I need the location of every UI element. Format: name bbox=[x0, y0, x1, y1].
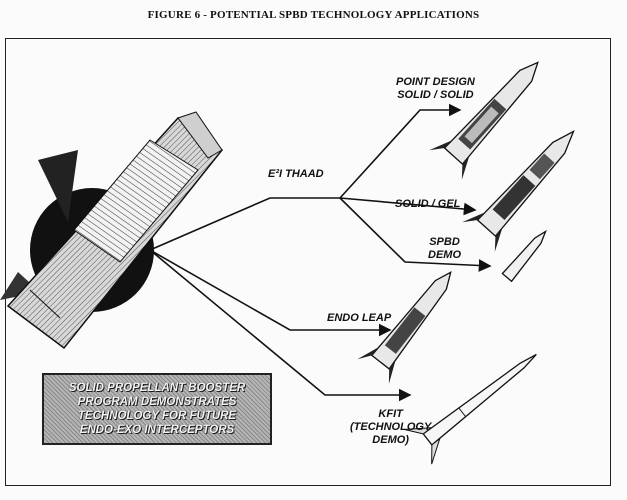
label-point-design: POINT DESIGN SOLID / SOLID bbox=[396, 76, 475, 102]
label-spbd-demo-line-2: DEMO bbox=[428, 249, 461, 262]
caption-line-2: PROGRAM DEMONSTRATES bbox=[78, 395, 237, 409]
label-endo-leap-line-1: ENDO LEAP bbox=[327, 312, 391, 325]
label-endo-leap: ENDO LEAP bbox=[327, 312, 391, 325]
caption-line-1: SOLID PROPELLANT BOOSTER bbox=[69, 381, 245, 395]
label-kfit-line-1: KFIT bbox=[350, 408, 431, 421]
label-spbd-demo: SPBD DEMO bbox=[428, 236, 461, 262]
label-point-design-line-1: POINT DESIGN bbox=[396, 76, 475, 89]
branch-label-thaad: E²I THAAD bbox=[268, 168, 324, 181]
connector-point-design bbox=[340, 110, 460, 198]
label-point-design-line-2: SOLID / SOLID bbox=[396, 89, 475, 102]
caption-box: SOLID PROPELLANT BOOSTER PROGRAM DEMONST… bbox=[42, 373, 272, 445]
label-solid-gel-line-1: SOLID / GEL bbox=[395, 198, 460, 211]
booster-illustration bbox=[0, 112, 222, 348]
label-kfit-line-3: DEMO) bbox=[350, 434, 431, 447]
label-solid-gel: SOLID / GEL bbox=[395, 198, 460, 211]
spbd-demo-missile bbox=[502, 228, 550, 282]
label-spbd-demo-line-1: SPBD bbox=[428, 236, 461, 249]
label-kfit-line-2: (TECHNOLOGY bbox=[350, 421, 431, 434]
connector-to-thaad bbox=[150, 198, 340, 250]
caption-line-4: ENDO-EXO INTERCEPTORS bbox=[80, 423, 234, 437]
caption-line-3: TECHNOLOGY FOR FUTURE bbox=[78, 409, 236, 423]
label-kfit: KFIT (TECHNOLOGY DEMO) bbox=[350, 408, 431, 447]
